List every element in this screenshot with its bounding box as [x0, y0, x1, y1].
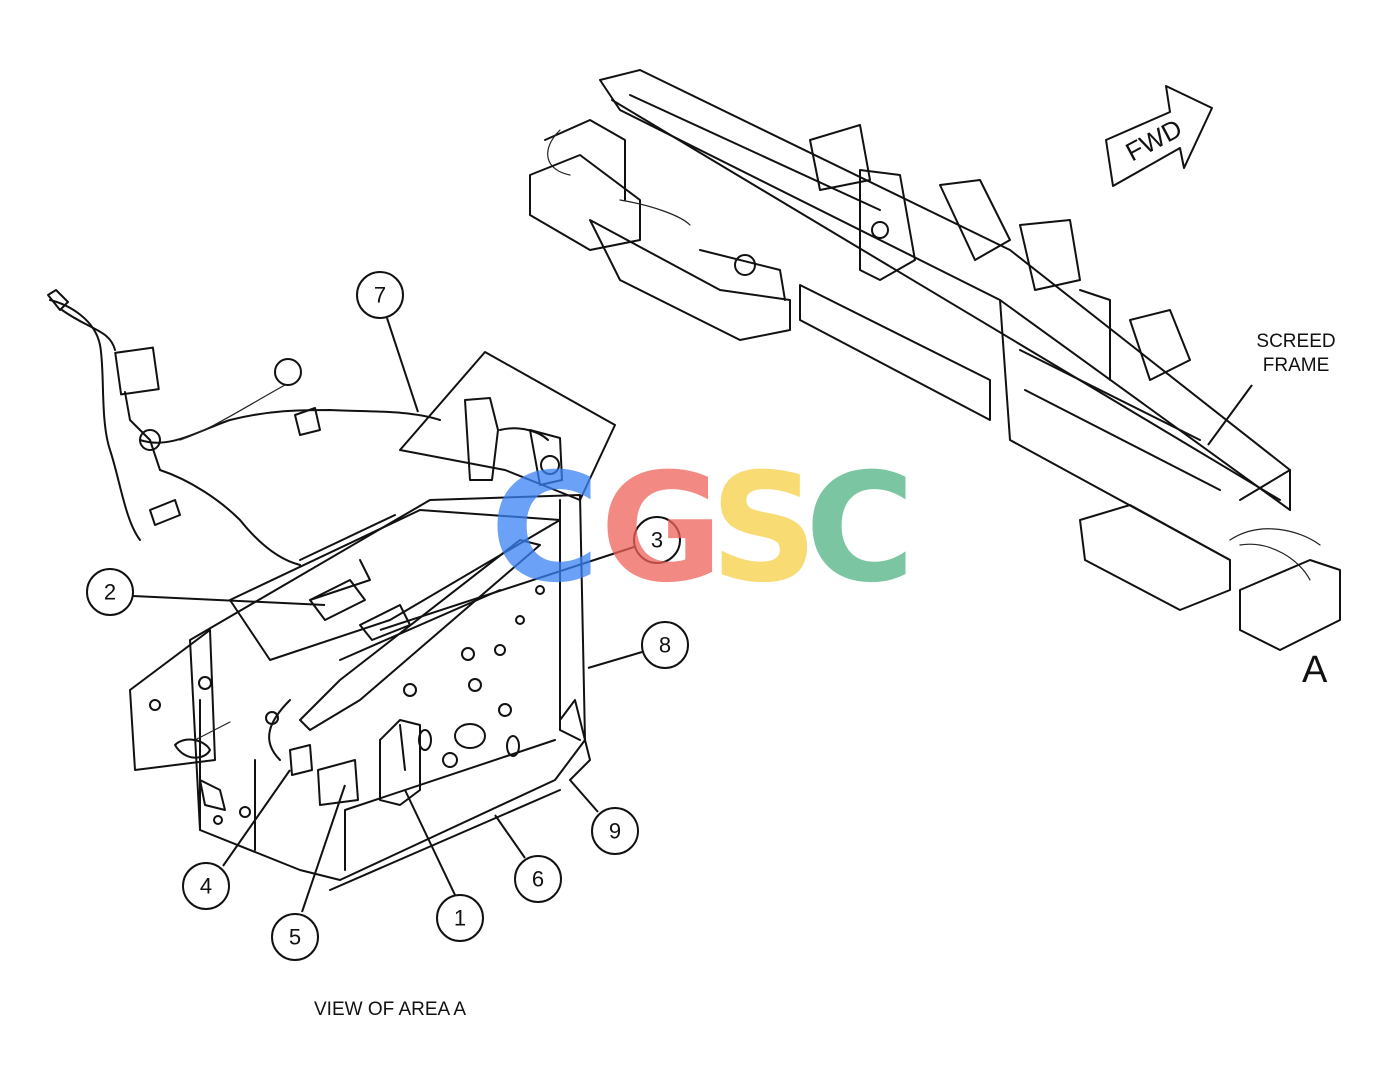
callout-4-label: 4: [200, 874, 212, 899]
callout-8-label: 8: [659, 633, 671, 658]
watermark-letter-1: C: [490, 442, 600, 616]
callout-3-label: 3: [651, 528, 663, 553]
leader-3: [379, 546, 635, 631]
screed-frame-leader: [1207, 384, 1253, 446]
watermark-letter-2: G: [600, 442, 723, 616]
leader-1: [404, 789, 456, 896]
callout-5-label: 5: [289, 925, 301, 950]
callout-6[interactable]: 6: [514, 855, 562, 903]
forward-arrow-label: FWD: [1121, 113, 1187, 167]
callout-8[interactable]: 8: [641, 621, 689, 669]
leader-6: [494, 814, 526, 859]
forward-arrow: FWD: [1105, 85, 1213, 187]
callout-2-label: 2: [104, 580, 116, 605]
callout-2[interactable]: 2: [86, 568, 134, 616]
callout-6-label: 6: [532, 867, 544, 892]
watermark-logo: C G S C: [490, 442, 915, 616]
leader-4: [222, 769, 291, 867]
callout-9[interactable]: 9: [591, 807, 639, 855]
screed-frame-label-group: SCREED FRAME: [1207, 331, 1336, 446]
callout-4[interactable]: 4: [182, 862, 230, 910]
leader-5: [301, 784, 346, 913]
leader-7: [386, 317, 419, 413]
screed-frame-drawing: [529, 69, 1341, 651]
leader-lines: [132, 317, 643, 913]
leader-8: [587, 651, 643, 669]
callout-1-label: 1: [454, 906, 466, 931]
watermark-letter-4: C: [805, 442, 915, 616]
area-a-marker: A: [1302, 649, 1328, 691]
view-caption: VIEW OF AREA A: [314, 999, 466, 1020]
callout-3[interactable]: 3: [633, 516, 681, 564]
watermark-letter-3: S: [710, 442, 818, 616]
callout-9-label: 9: [609, 819, 621, 844]
callout-7[interactable]: 7: [356, 271, 404, 319]
leader-2: [132, 595, 326, 606]
screed-frame-label-line1: SCREED: [1256, 331, 1335, 352]
callout-7-label: 7: [374, 283, 386, 308]
detail-view-drawing: [47, 289, 616, 891]
callout-5[interactable]: 5: [271, 913, 319, 961]
leader-9: [569, 779, 599, 813]
callout-1[interactable]: 1: [436, 894, 484, 942]
screed-frame-label-line2: FRAME: [1263, 355, 1330, 376]
